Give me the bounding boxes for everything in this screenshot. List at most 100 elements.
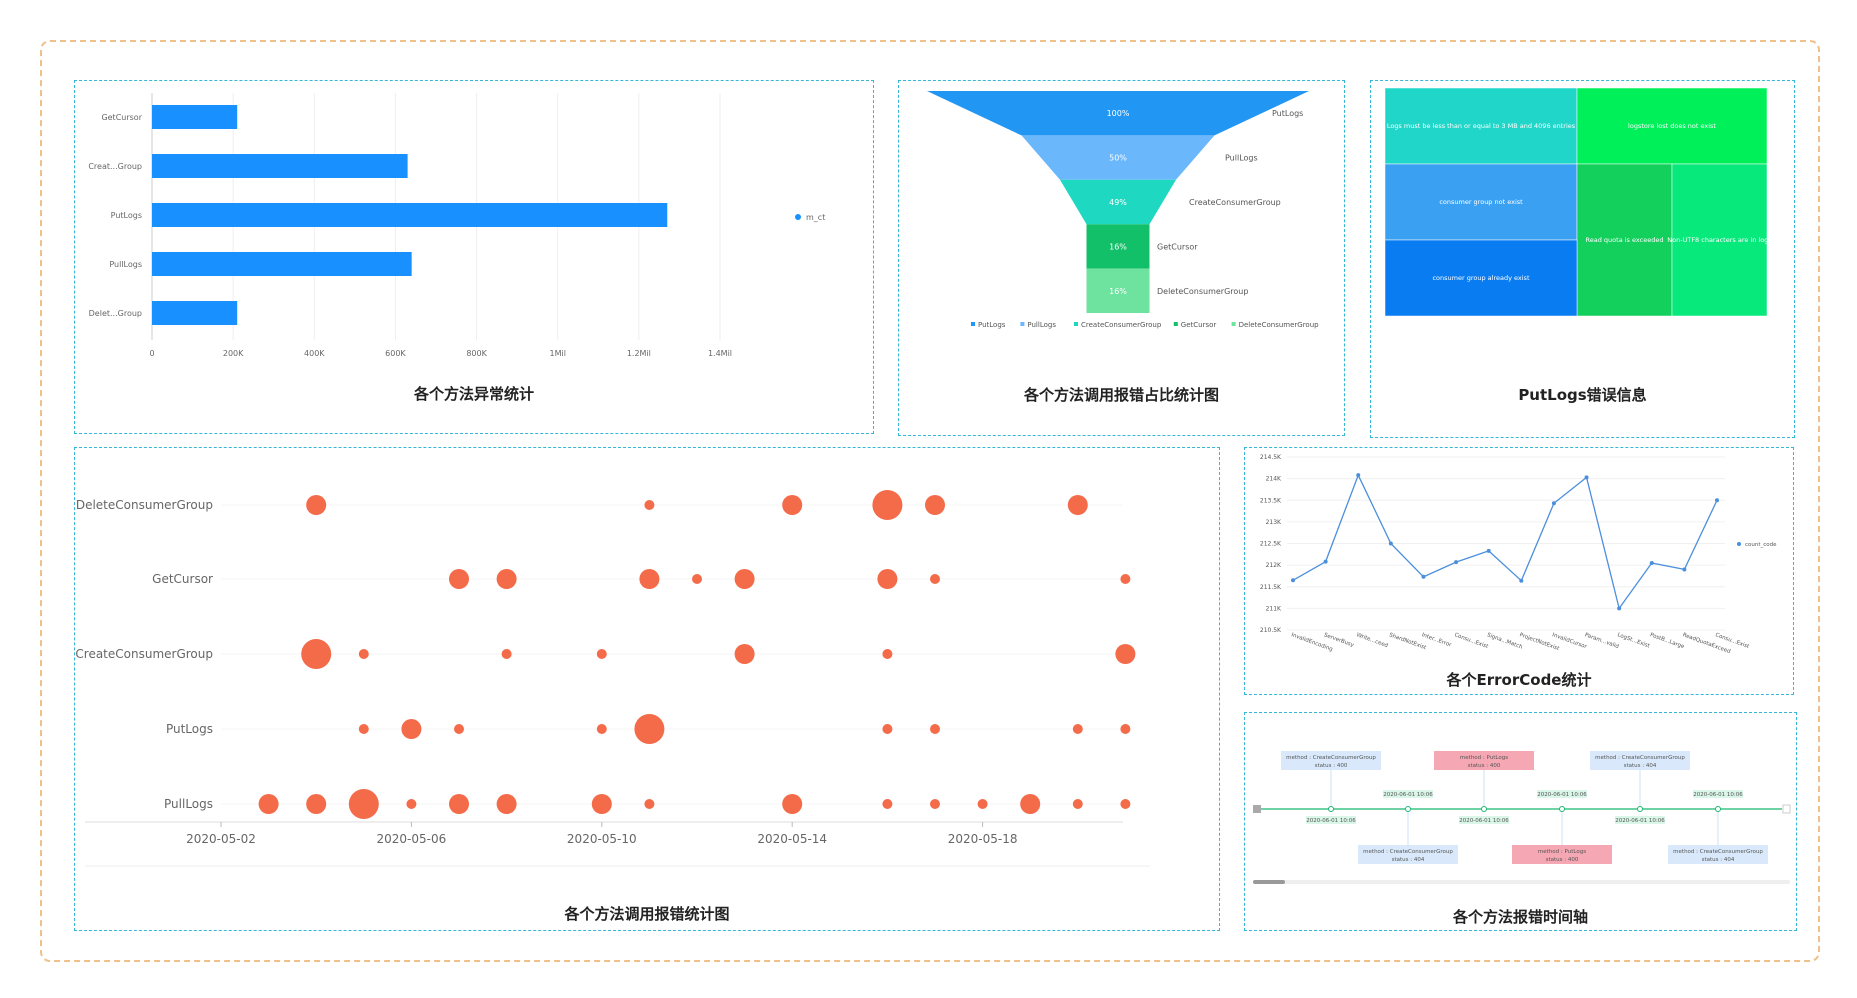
bubble-point xyxy=(1115,644,1136,664)
line-point xyxy=(1323,559,1328,564)
panel-title: 各个方法调用报错占比统计图 xyxy=(1023,386,1219,404)
funnel-stage xyxy=(1021,135,1215,180)
timeline-event-card xyxy=(1358,845,1458,864)
bubble-point xyxy=(882,724,893,734)
y-tick-label: DeleteConsumerGroup xyxy=(76,498,213,512)
event-time: 2020-06-01 10:06 xyxy=(1459,818,1509,824)
bubble-point xyxy=(496,569,517,589)
treemap-label: consumer group not exist xyxy=(1439,198,1523,206)
bubble-point xyxy=(692,574,702,584)
bar xyxy=(152,203,668,227)
legend-marker xyxy=(1074,322,1078,326)
y-tick-label: PullLogs xyxy=(109,260,142,269)
funnel-stage xyxy=(1086,268,1150,313)
bubble-point xyxy=(882,649,893,659)
bubble-point xyxy=(449,569,469,589)
legend-marker xyxy=(795,214,801,220)
bubble-point xyxy=(306,495,327,515)
scrollbar-track xyxy=(1253,880,1790,884)
legend-label: CreateConsumerGroup xyxy=(1081,321,1162,329)
x-tick-label: 1.2Mil xyxy=(627,349,651,358)
funnel-stage-label: GetCursor xyxy=(1157,242,1198,251)
bubble-point xyxy=(872,490,903,520)
line-point xyxy=(1519,578,1524,583)
bubble-point xyxy=(1120,724,1131,734)
line-point xyxy=(1454,560,1459,565)
line-point xyxy=(1682,567,1687,572)
event-time: 2020-06-01 10:06 xyxy=(1615,818,1665,824)
funnel-percent-label: 49% xyxy=(1109,198,1127,207)
line-point xyxy=(1551,501,1556,506)
bubble-point xyxy=(496,794,517,814)
line-series xyxy=(1292,473,1718,610)
x-tick-label: 600K xyxy=(385,349,406,358)
bubble-point xyxy=(306,794,327,814)
x-tick-label: 1Mil xyxy=(549,349,565,358)
bubble-point xyxy=(358,649,369,659)
treemap-cell xyxy=(1671,163,1768,317)
scrollbar-thumb[interactable] xyxy=(1253,880,1285,884)
y-tick-label: Creat...Group xyxy=(88,162,142,171)
event-time: 2020-06-01 10:06 xyxy=(1537,792,1587,798)
bubble-point xyxy=(634,714,665,744)
x-tick-label: 2020-05-14 xyxy=(757,832,827,846)
bubble-point xyxy=(782,495,803,515)
y-tick-label: PutLogs xyxy=(166,722,213,736)
x-tick-label: 200K xyxy=(223,349,244,358)
treemap-cell xyxy=(1576,163,1673,317)
bubble-point xyxy=(301,639,332,669)
legend-label: DeleteConsumerGroup xyxy=(1239,321,1320,329)
treemap-label: logstore lost does not exist xyxy=(1628,122,1716,130)
legend-marker xyxy=(1020,322,1025,326)
bubble-point xyxy=(877,569,898,589)
funnel-stage-label: PullLogs xyxy=(1225,154,1258,163)
y-tick-label: 210.5K xyxy=(1260,627,1282,634)
panel-error-timeline: method : CreateConsumerGroup status : 400… xyxy=(1244,712,1797,931)
funnel-stage xyxy=(927,91,1309,136)
event-time: 2020-06-01 10:06 xyxy=(1693,792,1743,798)
event-status: status : 400 xyxy=(1546,857,1579,863)
y-tick-label: 214.5K xyxy=(1260,454,1282,461)
legend-marker xyxy=(1231,322,1236,326)
bubble-point xyxy=(1120,574,1131,584)
bar xyxy=(152,105,238,129)
bubble-point xyxy=(596,649,607,659)
funnel-percent-label: 100% xyxy=(1107,109,1130,118)
bubble-point xyxy=(930,724,940,734)
bubble-point xyxy=(639,569,660,589)
bubble-point xyxy=(1072,724,1083,734)
legend-label: count_code xyxy=(1745,542,1777,548)
bubble-point xyxy=(1120,799,1131,809)
x-tick-label: 2020-05-06 xyxy=(377,832,447,846)
time-label-bg xyxy=(1615,816,1665,824)
event-method: method : CreateConsumerGroup xyxy=(1673,849,1763,855)
event-time: 2020-06-01 10:06 xyxy=(1383,792,1433,798)
funnel-stage-label: DeleteConsumerGroup xyxy=(1157,287,1248,296)
x-tick-label: PostB...Large xyxy=(1649,632,1685,650)
x-tick-label: Signa...Match xyxy=(1486,632,1524,651)
x-tick-label: 2020-05-02 xyxy=(186,832,256,846)
y-tick-label: 214K xyxy=(1266,476,1282,483)
funnel-stage xyxy=(1086,224,1150,269)
bubble-point xyxy=(358,724,369,734)
legend-label: GetCursor xyxy=(1181,321,1217,329)
timeline-node xyxy=(1405,806,1411,812)
legend-marker xyxy=(1173,322,1178,326)
time-label-bg xyxy=(1306,816,1356,824)
bar xyxy=(152,301,238,325)
line-point xyxy=(1486,548,1491,553)
bubble-point xyxy=(348,789,379,819)
bubble-point xyxy=(782,794,803,814)
line-point xyxy=(1421,574,1426,579)
y-tick-label: GetCursor xyxy=(101,113,142,122)
line-point xyxy=(1715,498,1719,503)
event-time: 2020-06-01 10:06 xyxy=(1306,818,1356,824)
funnel-percent-label: 16% xyxy=(1109,287,1127,296)
line-point xyxy=(1356,473,1361,478)
x-tick-label: 2020-05-18 xyxy=(948,832,1018,846)
bubble-point xyxy=(644,799,655,809)
bubble-point xyxy=(449,794,469,814)
panel-putlogs-errors: Logs must be less than or equal to 3 MB … xyxy=(1370,80,1795,438)
panel-title: 各个方法异常统计 xyxy=(413,385,534,403)
